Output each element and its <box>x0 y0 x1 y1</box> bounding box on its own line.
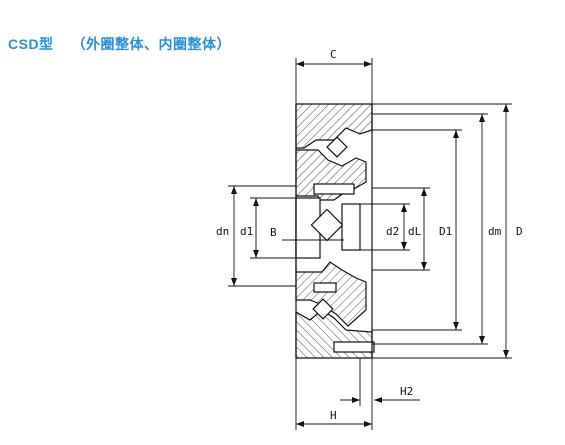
dim-label-D: D <box>516 225 523 238</box>
dimension-lines <box>228 58 512 430</box>
dim-label-d1: d1 <box>240 225 253 238</box>
page-title: CSD型 （外圈整体、内圈整体） <box>8 34 231 54</box>
model-subtitle: （外圈整体、内圈整体） <box>71 36 232 52</box>
dim-label-dn: dn <box>216 225 229 238</box>
arrowheads <box>231 61 509 427</box>
roller-top <box>326 136 348 158</box>
dim-label-d2: d2 <box>386 225 399 238</box>
dim-label-H: H <box>330 409 337 422</box>
dim-label-C: C <box>330 48 337 61</box>
bolt-bottom <box>333 341 375 353</box>
dim-label-D1: D1 <box>439 225 452 238</box>
roller-center <box>310 208 344 242</box>
stud-top <box>313 183 355 195</box>
roller-bottom <box>312 298 334 320</box>
bearing-section <box>295 103 375 359</box>
dim-label-B: B <box>270 226 277 239</box>
dim-label-H2: H2 <box>400 385 413 398</box>
dim-label-dm: dm <box>488 225 502 238</box>
dim-label-dL: dL <box>408 225 422 238</box>
insert-right <box>341 203 361 251</box>
stud-bottom <box>313 282 337 293</box>
model-name: CSD型 <box>8 36 54 52</box>
